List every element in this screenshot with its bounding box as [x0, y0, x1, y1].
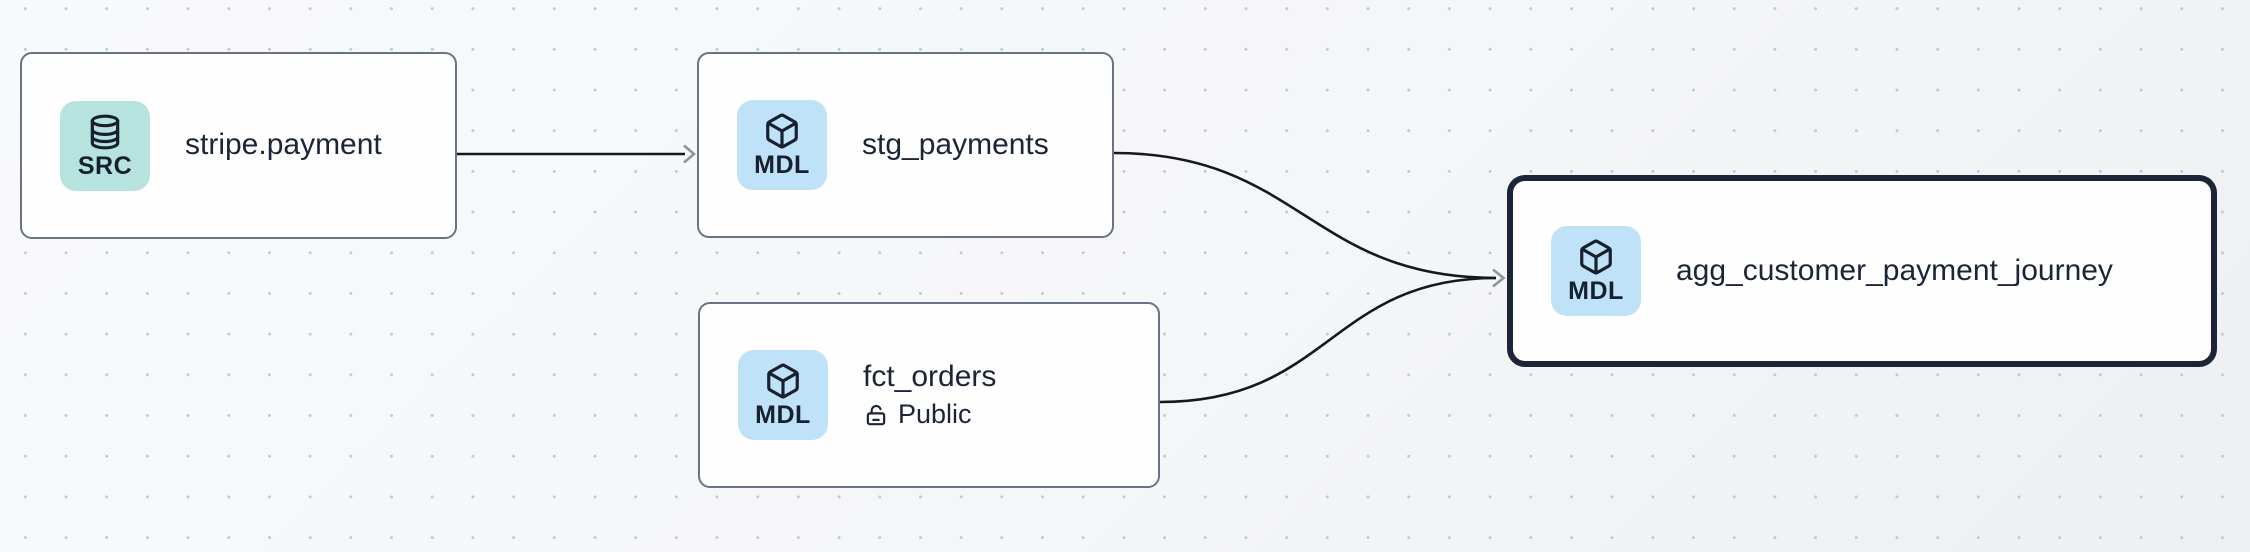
arrowhead-icon — [683, 144, 697, 164]
badge-label: MDL — [755, 401, 811, 429]
database-icon — [90, 114, 120, 149]
cube-icon — [766, 113, 798, 149]
cube-icon — [1580, 239, 1612, 275]
node-stripe-payment[interactable]: SRC stripe.payment — [20, 52, 457, 239]
node-stg-payments[interactable]: MDL stg_payments — [697, 52, 1114, 238]
cube-icon — [767, 363, 799, 399]
badge-label: MDL — [754, 151, 810, 179]
edge-stg-payments-to-agg — [1113, 151, 1497, 280]
model-type-badge: MDL — [737, 100, 827, 190]
edge-fct-orders-to-agg — [1159, 276, 1497, 404]
node-title: stg_payments — [862, 127, 1049, 161]
node-title: fct_orders — [863, 359, 997, 393]
badge-label: SRC — [77, 151, 133, 180]
node-agg-customer-payment-journey[interactable]: MDL agg_customer_payment_journey — [1507, 175, 2217, 367]
node-title: agg_customer_payment_journey — [1676, 253, 2113, 287]
node-title: stripe.payment — [185, 128, 382, 162]
access-label: Public — [898, 399, 972, 430]
model-type-badge: MDL — [738, 350, 828, 440]
arrowhead-icon — [1492, 268, 1506, 288]
unlock-icon — [866, 405, 886, 426]
source-type-badge: SRC — [60, 100, 150, 191]
model-type-badge: MDL — [1551, 226, 1641, 316]
node-fct-orders[interactable]: MDL fct_orders Public — [698, 302, 1160, 488]
access-badge: Public — [863, 400, 996, 430]
badge-label: MDL — [1568, 277, 1624, 305]
